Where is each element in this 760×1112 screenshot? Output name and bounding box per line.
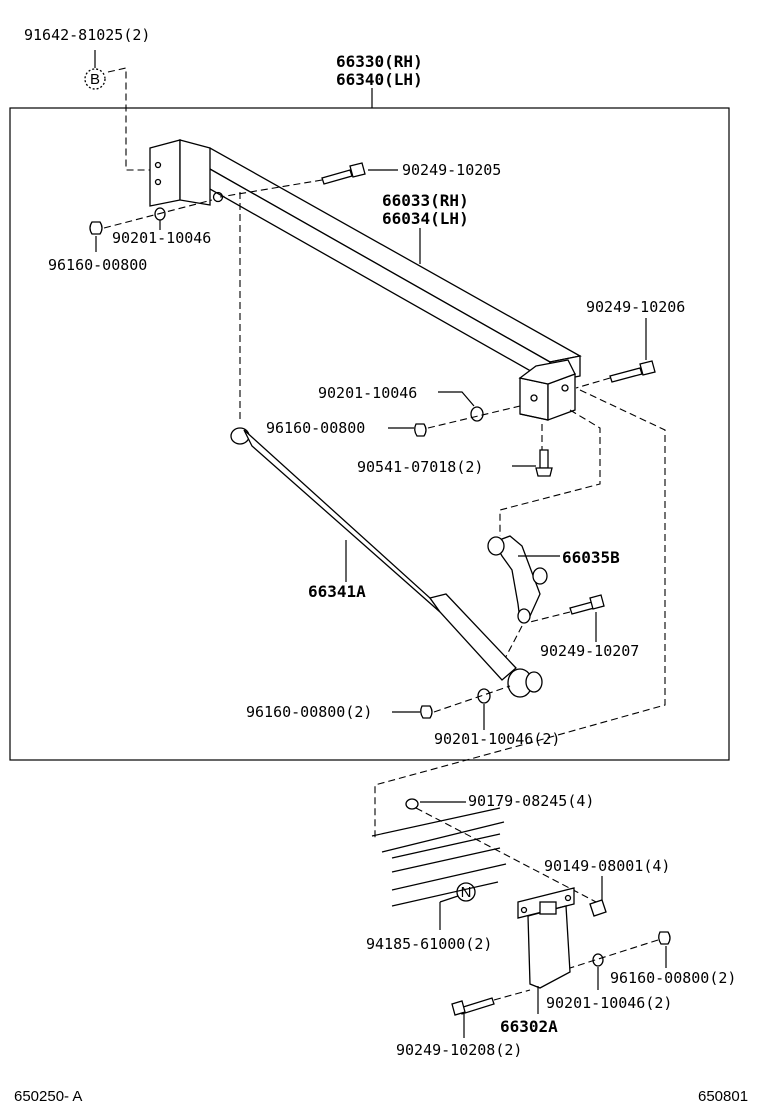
label-bolt-link: 90249-10207 xyxy=(540,642,639,660)
rivet-icon xyxy=(405,798,419,810)
label-washer-mid: 90201-10046 xyxy=(318,384,417,402)
assembly-frame xyxy=(9,107,730,761)
bolt-plate-icon xyxy=(451,997,495,1016)
bolt-top-icon xyxy=(321,162,366,185)
mounting-plate xyxy=(517,887,575,989)
screw-plate-icon xyxy=(589,899,607,917)
label-beam-rh: 66033(RH) xyxy=(382,191,469,210)
nut-mid-icon xyxy=(414,423,427,437)
label-bracket-link: 66035B xyxy=(562,548,620,567)
label-bolt-top: 90249-10205 xyxy=(402,161,501,179)
svg-text:N: N xyxy=(461,884,472,901)
label-plate: 66302A xyxy=(500,1017,558,1036)
label-top-ref: 91642-81025(2) xyxy=(24,26,150,44)
label-bolt-right: 90249-10206 xyxy=(586,298,685,316)
label-bolt-plate: 90249-10208(2) xyxy=(396,1041,522,1059)
marker-b-icon: B xyxy=(84,68,106,90)
bolt-link-icon xyxy=(569,594,605,615)
washer-strut-icon xyxy=(477,688,491,704)
nut-plate-icon xyxy=(658,931,671,945)
label-nut-plate: 96160-00800(2) xyxy=(610,969,736,987)
label-screw-plate: 90149-08001(4) xyxy=(544,857,670,875)
label-nut-left: 96160-00800 xyxy=(48,256,147,274)
label-bracket-rh: 66330(RH) xyxy=(336,52,423,71)
footer-left-code: 650250- A xyxy=(14,1088,82,1105)
nut-strut-icon xyxy=(420,705,433,719)
footer-right-code: 650801 xyxy=(698,1088,748,1105)
bolt-right-icon xyxy=(609,360,656,383)
main-beam xyxy=(149,139,582,421)
label-washer-plate: 90201-10046(2) xyxy=(546,994,672,1012)
marker-n-icon: N xyxy=(456,882,476,902)
screw-mid-icon xyxy=(535,449,553,477)
nut-left-icon xyxy=(89,221,103,235)
washer-plate-icon xyxy=(592,953,604,967)
label-nut-mid: 96160-00800 xyxy=(266,419,365,437)
strut-assembly xyxy=(230,427,543,698)
label-screw-mid: 90541-07018(2) xyxy=(357,458,483,476)
label-clip-ref: 94185-61000(2) xyxy=(366,935,492,953)
link-bracket xyxy=(487,535,548,624)
svg-text:B: B xyxy=(90,71,100,88)
frame-rail-lines xyxy=(371,807,507,907)
label-strut: 66341A xyxy=(308,582,366,601)
label-washer-strut: 90201-10046(2) xyxy=(434,730,560,748)
label-bracket-lh: 66340(LH) xyxy=(336,70,423,89)
washer-mid-icon xyxy=(470,406,484,422)
label-washer-left: 90201-10046 xyxy=(112,229,211,247)
label-beam-lh: 66034(LH) xyxy=(382,209,469,228)
label-rivet: 90179-08245(4) xyxy=(468,792,594,810)
label-nut-strut: 96160-00800(2) xyxy=(246,703,372,721)
